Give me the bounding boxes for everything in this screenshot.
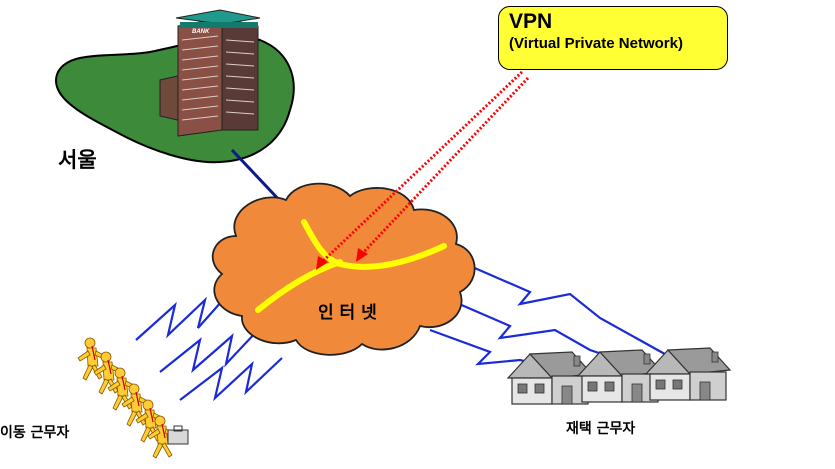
house-icon xyxy=(645,347,731,401)
internet-cloud-icon xyxy=(211,182,476,356)
home-worker-houses xyxy=(507,347,731,405)
vpn-callout: VPN (Virtual Private Network) xyxy=(498,6,728,70)
mobile-wireless-links xyxy=(135,291,283,402)
vpn-tunnel xyxy=(255,219,447,313)
home-workers-label: 재택 근무자 xyxy=(566,421,636,437)
seoul-label: 서울 xyxy=(58,148,97,172)
arrow-head-icon xyxy=(316,256,328,270)
bank-sign: BANK xyxy=(192,29,210,35)
mobile-workers xyxy=(77,337,189,459)
vpn-pointer-lines xyxy=(320,70,530,264)
vpn-callout-subtitle: (Virtual Private Network) xyxy=(509,35,683,52)
arrow-head-icon xyxy=(356,248,368,262)
vpn-callout-title: VPN xyxy=(509,10,553,33)
briefcase-icon xyxy=(167,425,189,445)
mobile-workers-label: 이동 근무자 xyxy=(0,425,70,441)
internet-label: 인 터 넷 xyxy=(318,303,377,323)
bank-building-icon: BANK xyxy=(159,9,261,137)
